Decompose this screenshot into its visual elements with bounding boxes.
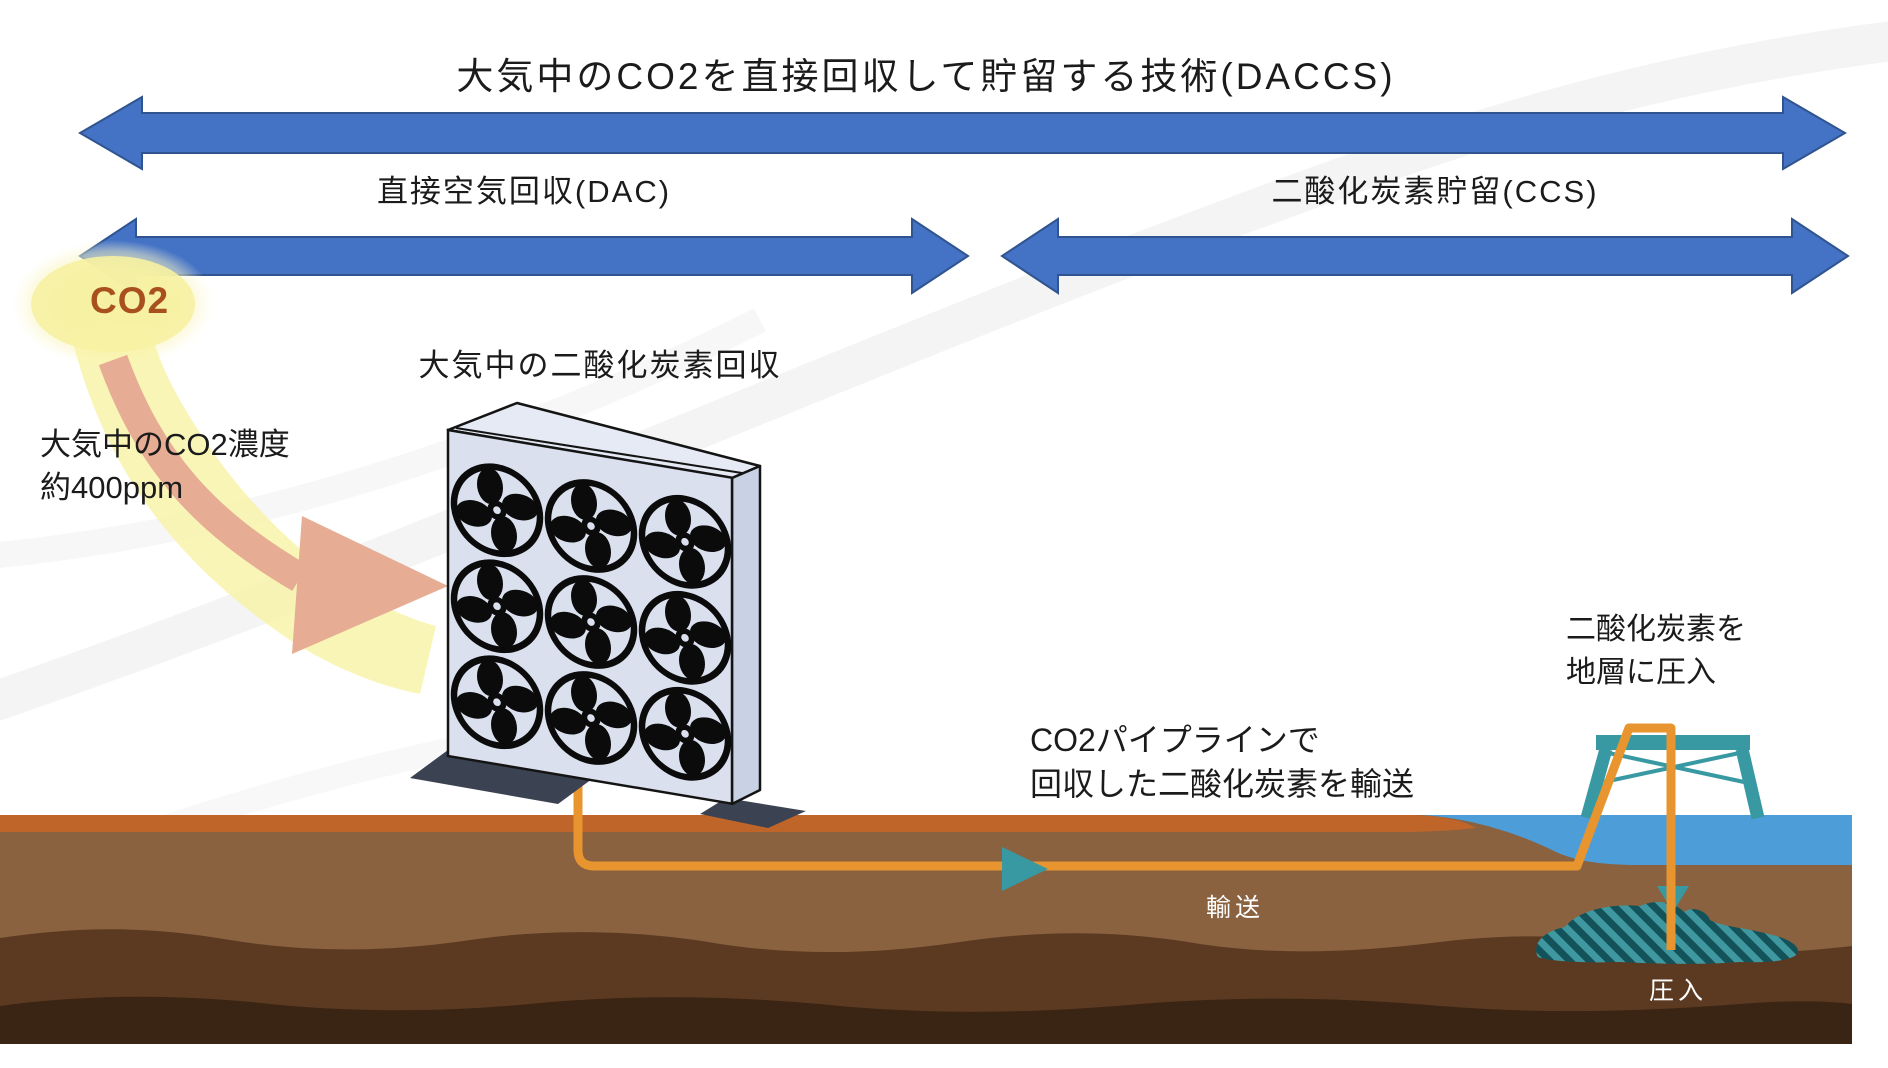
pipeline-caption: CO2パイプラインで 回収した二酸化炭素を輸送 (1030, 718, 1414, 806)
unit-shadow-right (700, 798, 806, 828)
dac-span-arrow (78, 217, 970, 295)
soil-darkest-layer (0, 996, 1852, 1044)
co2-badge: CO2 (90, 280, 170, 321)
unit-shadow-left (410, 750, 596, 804)
transport-arrow-icon (1002, 847, 1048, 891)
ccs-section-label: 二酸化炭素貯留(CCS) (1271, 174, 1599, 209)
dac-fan-unit (410, 401, 806, 828)
soil-top-strip (0, 815, 1476, 832)
unit-top-rim-line (455, 427, 743, 474)
daccs-span-arrow (78, 95, 1847, 171)
co2-flow-arrow-head (292, 516, 448, 654)
injection-caption-line1: 二酸化炭素を (1566, 613, 1746, 646)
ground (0, 815, 1852, 1044)
pipeline-caption-line2: 回収した二酸化炭素を輸送 (1030, 766, 1415, 802)
dac-section-label: 直接空気回収(DAC) (376, 174, 672, 209)
unit-side-face (730, 464, 762, 806)
co2-pipeline (573, 723, 1676, 950)
co2-cloud (11, 240, 448, 694)
injection-caption-line2: 地層に圧入 (1566, 656, 1716, 689)
co2-concentration-line1: 大気中のCO2濃度 (40, 427, 290, 462)
rig-right-leg (1735, 747, 1765, 820)
capture-caption: 大気中の二酸化炭素回収 (418, 348, 782, 383)
co2-flow-arrow-body (98, 354, 308, 591)
injection-caption: 二酸化炭素を 地層に圧入 (1566, 608, 1746, 694)
rig-left-leg (1580, 747, 1613, 820)
pipeline-caption-line1: CO2パイプラインで (1030, 722, 1320, 758)
co2-concentration-line2: 約400ppm (40, 470, 184, 505)
ccs-span-arrow (1000, 217, 1850, 295)
diagram-title: 大気中のCO2を直接回収して貯留する技術(DACCS) (456, 56, 1396, 97)
sea-water (1421, 815, 1852, 865)
co2-concentration-note: 大気中のCO2濃度 約400ppm (40, 423, 290, 509)
transport-flow-label: 輸送 (1206, 894, 1265, 922)
inject-flow-label: 圧入 (1649, 977, 1708, 1005)
